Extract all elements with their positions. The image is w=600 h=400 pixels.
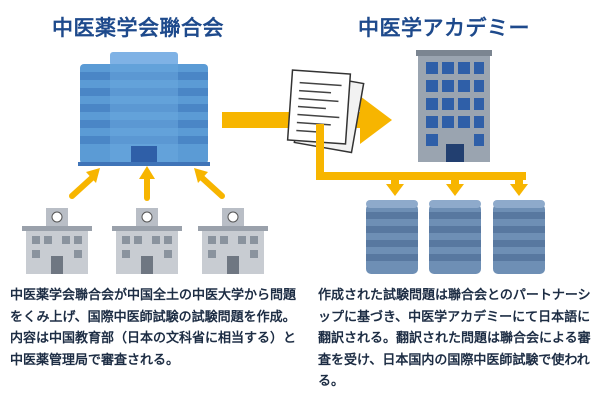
exam-site-building-icon — [493, 200, 545, 274]
up-arrow-left-icon — [69, 168, 100, 199]
school-icon — [198, 208, 268, 274]
academy-building-icon — [416, 50, 492, 162]
federation-building-icon — [78, 52, 210, 166]
school-icon — [112, 208, 182, 274]
school-icon — [22, 208, 92, 274]
exam-site-building-icon — [429, 200, 481, 274]
up-arrow-right-icon — [194, 168, 225, 199]
federation-description: 中医薬学会聯合会が中国全土の中医大学から問題をくみ上げ、国際中医師試験の試験問題… — [10, 288, 297, 368]
exam-paper-icon — [286, 69, 365, 154]
academy-description: 作成された試験問題は聯合会とのパートナーシップに基づき、中医学アカデミーにて日本… — [318, 288, 591, 389]
up-arrow-center-icon — [139, 166, 155, 201]
federation-title: 中医薬学会聯合会 — [52, 16, 224, 40]
exam-site-building-icon — [366, 200, 418, 274]
academy-title: 中医学アカデミー — [358, 16, 530, 40]
branch-arrows-icon — [316, 124, 528, 196]
